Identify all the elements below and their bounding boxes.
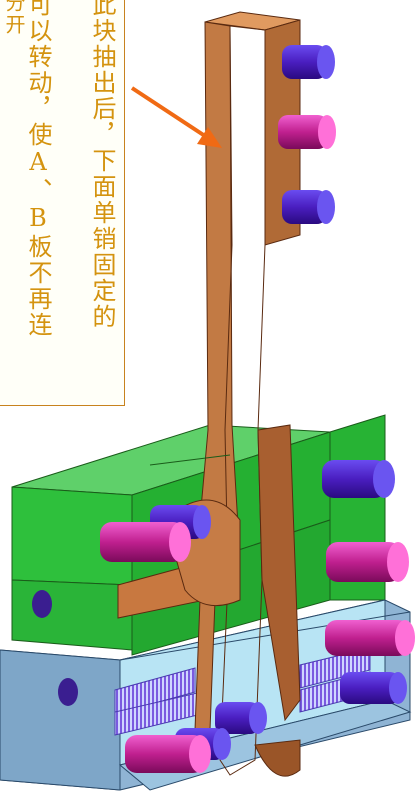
hole-green <box>32 590 52 618</box>
pin-magenta-4 <box>325 620 415 656</box>
annotation-column-2: 可以转动，使A、B板不再连 <box>24 0 52 338</box>
pin-magenta-2 <box>326 542 409 582</box>
pin-magenta-1 <box>278 115 336 149</box>
pins <box>32 45 415 773</box>
annotation-column-1: 分开 <box>2 0 26 36</box>
pin-purple-6 <box>215 702 267 734</box>
pointer-arrow <box>130 86 222 148</box>
pin-purple-1 <box>282 45 335 79</box>
pin-magenta-3 <box>100 522 191 562</box>
annotation-column-3: 此块抽出后，下面单销固定的 <box>88 0 116 330</box>
pin-purple-3 <box>322 460 395 498</box>
pin-purple-5 <box>340 672 407 704</box>
pin-purple-2 <box>282 190 335 224</box>
pin-magenta-5 <box>125 735 211 773</box>
annotation-callout: 分开 可以转动，使A、B板不再连 此块抽出后，下面单销固定的 <box>0 0 125 406</box>
hole-blue <box>58 678 78 706</box>
